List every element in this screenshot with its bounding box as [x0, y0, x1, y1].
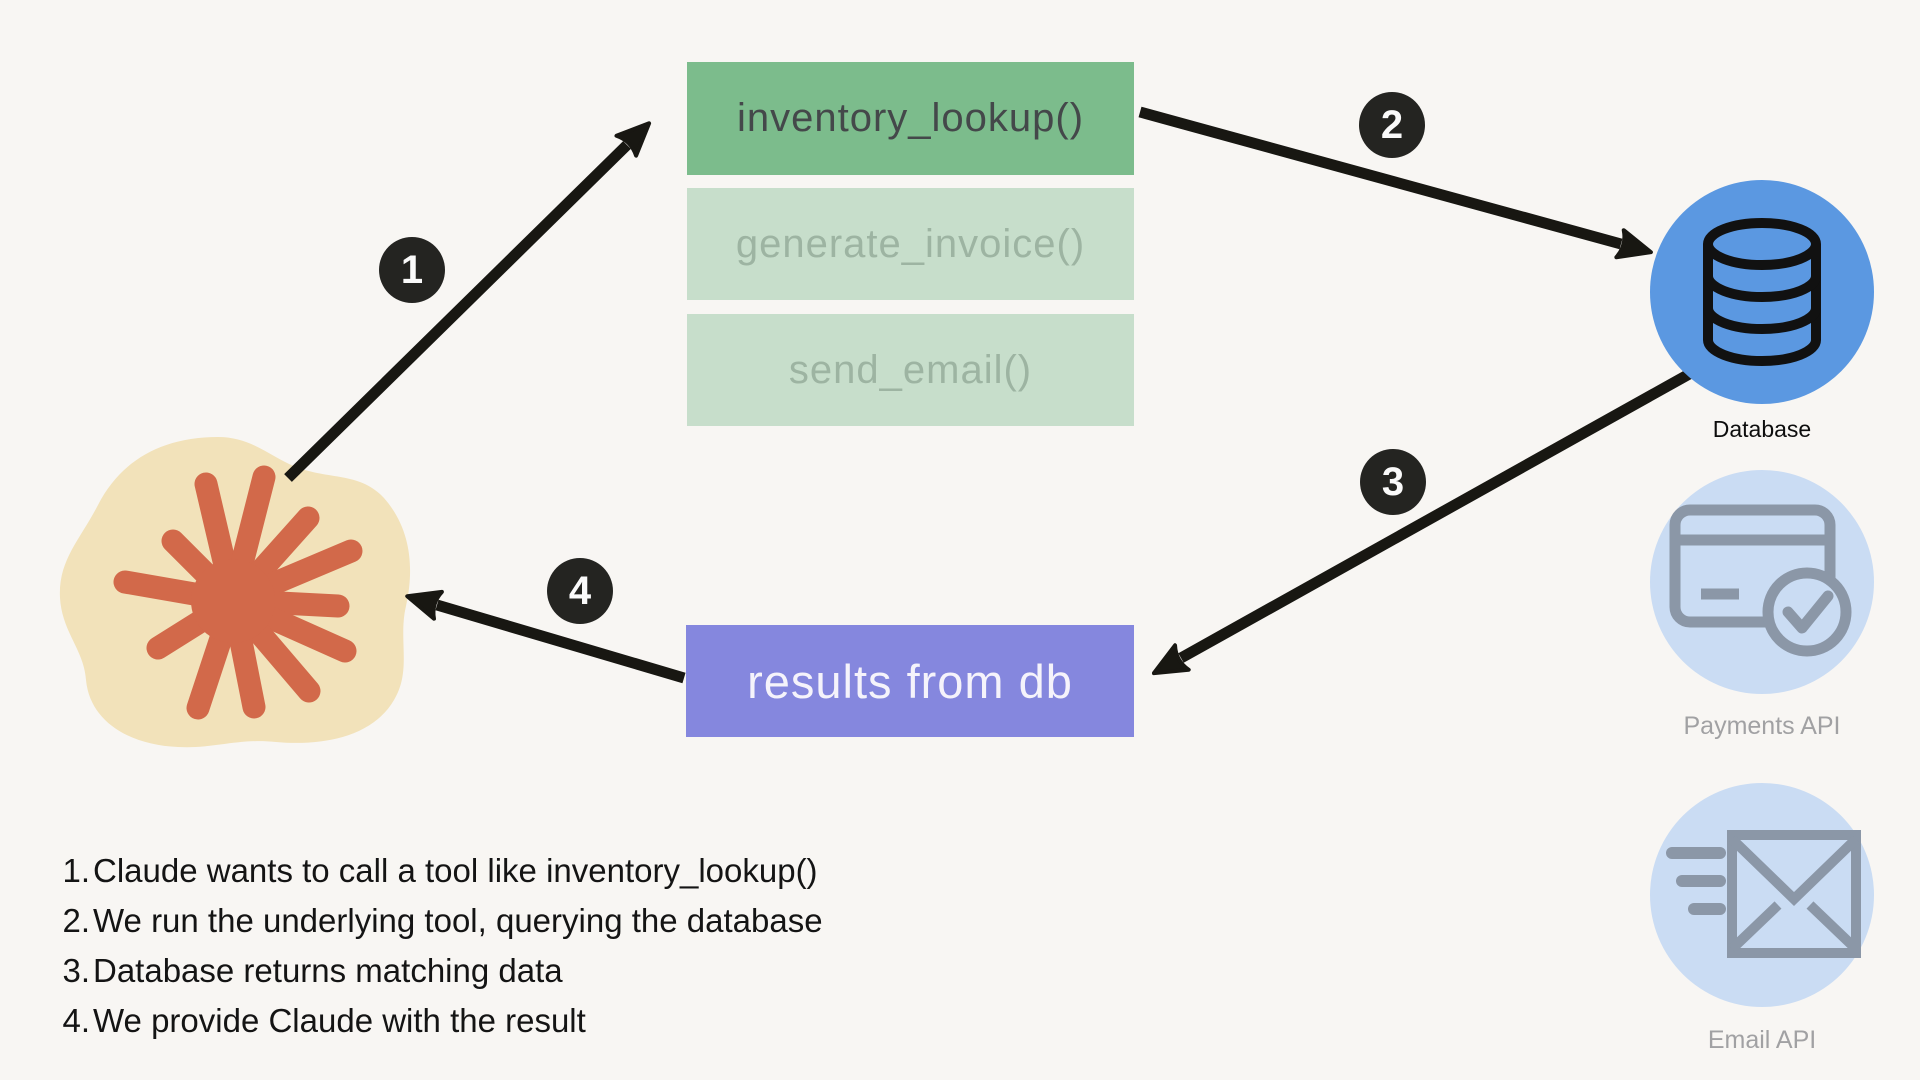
tool-label: inventory_lookup(): [736, 96, 1085, 140]
step-number: 3.: [62, 952, 90, 989]
email-api-label: Email API: [1707, 1026, 1817, 1054]
tool-box-generate-invoice: generate_invoice(): [687, 188, 1134, 300]
steps-list: 1. Claude wants to call a tool like inve…: [62, 846, 823, 1046]
step-item-2: 2. We run the underlying tool, querying …: [62, 896, 823, 946]
database-node: [1650, 180, 1874, 404]
step-text: We provide Claude with the result: [93, 1002, 586, 1039]
result-label: results from db: [747, 654, 1073, 708]
database-icon: [1703, 218, 1821, 366]
step-item-1: 1. Claude wants to call a tool like inve…: [62, 846, 823, 896]
step-badge-3: 3: [1360, 449, 1426, 515]
step-item-4: 4. We provide Claude with the result: [62, 996, 823, 1046]
database-label: Database: [1712, 416, 1812, 442]
step-text: We run the underlying tool, querying the…: [93, 902, 823, 939]
step-text: Claude wants to call a tool like invento…: [93, 852, 818, 889]
tool-box-send-email: send_email(): [687, 314, 1134, 426]
claude-logo: [59, 437, 411, 748]
arrow-1-claude-to-tool: [284, 121, 652, 482]
tool-box-inventory-lookup: inventory_lookup(): [687, 62, 1134, 175]
step-badge-2: 2: [1359, 92, 1425, 158]
step-item-3: 3. Database returns matching data: [62, 946, 823, 996]
badge-number: 1: [400, 247, 424, 292]
step-text: Database returns matching data: [93, 952, 563, 989]
starburst-center: [191, 559, 275, 643]
email-icon: [1666, 830, 1861, 958]
tool-label: send_email(): [788, 347, 1033, 392]
arrow-2-tool-to-database: [1138, 106, 1653, 260]
email-api-node: [1650, 783, 1874, 1007]
step-number: 2.: [62, 902, 90, 939]
step-badge-4: 4: [547, 558, 613, 624]
results-from-db-box: results from db: [686, 625, 1134, 737]
badge-number: 3: [1381, 459, 1405, 504]
arrow-4-results-to-claude: [405, 589, 686, 684]
badge-number: 2: [1380, 102, 1404, 147]
step-number: 1.: [62, 852, 90, 889]
badge-number: 4: [568, 568, 592, 613]
arrow-3-database-to-results: [1151, 363, 1703, 676]
credit-card-icon: [1669, 504, 1852, 657]
step-badge-1: 1: [379, 237, 445, 303]
payments-api-node: [1650, 470, 1874, 694]
step-number: 4.: [62, 1002, 90, 1039]
payments-api-label: Payments API: [1683, 712, 1841, 740]
tool-label: generate_invoice(): [735, 221, 1086, 266]
